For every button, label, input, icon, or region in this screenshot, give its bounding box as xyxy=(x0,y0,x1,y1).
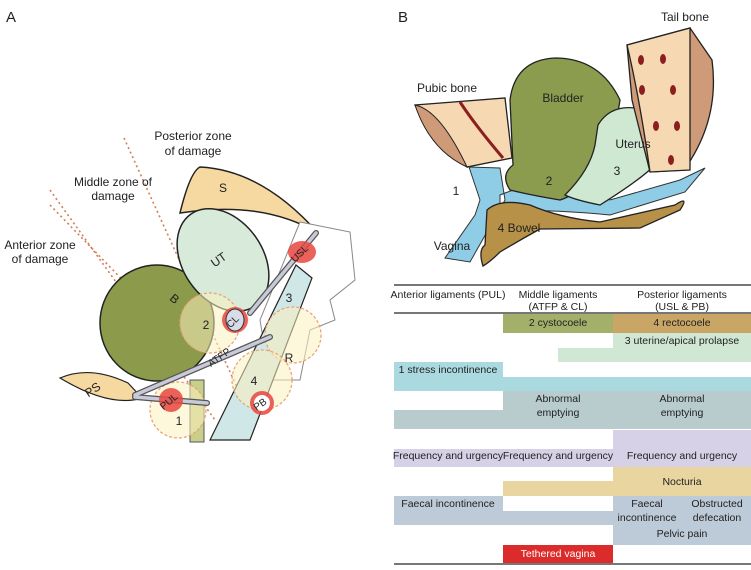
pul-mark xyxy=(159,388,183,412)
frequency-anterior-text: Frequency and urgency xyxy=(392,450,504,462)
posterior-zone-label-2: of damage xyxy=(165,144,222,158)
middle-zone-label-1: Middle zone of xyxy=(74,175,153,189)
header-middle-1: Middle ligaments xyxy=(518,289,598,301)
nocturia-text: Nocturia xyxy=(662,476,702,488)
anterior-zone-label-2: of damage xyxy=(12,252,69,266)
number-3: 3 xyxy=(614,164,621,178)
obstructed-text-1: Obstructed xyxy=(691,498,743,510)
panel-a-letter: A xyxy=(6,9,16,26)
number-2: 2 xyxy=(546,174,553,188)
abnormal-middle-text-1: Abnormal xyxy=(535,393,581,405)
uterine-text: 3 uterine/apical prolapse xyxy=(624,335,740,347)
posterior-zone-label-1: Posterior zone xyxy=(154,129,232,143)
faecal-posterior-text-2: incontinence xyxy=(617,512,677,524)
frequency-block-bottom xyxy=(394,449,751,467)
zone-circle-3 xyxy=(264,306,322,364)
abnormal-block-bottom xyxy=(394,410,751,429)
cystocoele-block xyxy=(503,314,613,333)
vagina-label: Vagina xyxy=(434,239,471,253)
header-anterior: Anterior ligaments (PUL) xyxy=(390,289,506,301)
nocturia-block-bottom xyxy=(503,481,751,496)
tethered-block xyxy=(503,545,613,563)
faecal-anterior-text: Faecal incontinence xyxy=(401,498,495,510)
faecal-posterior-text-1: Faecal xyxy=(631,498,663,510)
anterior-zone-line xyxy=(49,204,201,361)
abnormal-posterior-text-2: emptying xyxy=(660,407,704,419)
stress-block-top xyxy=(394,362,503,377)
frequency-block-top xyxy=(613,430,751,449)
tethered-text: Tethered vagina xyxy=(520,548,596,560)
s-label: S xyxy=(219,181,227,195)
table-top-rule xyxy=(394,284,751,286)
bladder-label: Bladder xyxy=(542,91,583,105)
cystocoele-text: 2 cystocoele xyxy=(528,317,588,329)
pubic-bone-label: Pubic bone xyxy=(417,81,477,95)
faecal-block-bottom xyxy=(394,511,613,525)
zone-number-4: 4 xyxy=(251,374,258,388)
tail-bone-dots xyxy=(638,54,680,165)
abnormal-posterior-text-1: Abnormal xyxy=(659,393,705,405)
table-header-rule xyxy=(394,312,751,314)
stress-block-bottom xyxy=(394,377,751,391)
pelvic-pain-text: Pelvic pain xyxy=(656,528,708,540)
table-bottom-rule xyxy=(394,563,751,565)
frequency-posterior-text: Frequency and urgency xyxy=(626,450,738,462)
sacrum-shape xyxy=(179,166,319,234)
middle-zone-label-2: damage xyxy=(91,189,135,203)
header-middle-2: (ATFP & CL) xyxy=(528,301,588,313)
abnormal-block-top xyxy=(503,391,751,410)
bowel-label: Bowel xyxy=(508,221,541,235)
uterus-label: Uterus xyxy=(615,137,650,151)
stress-text: 1 stress incontinence xyxy=(398,364,498,376)
pubic-symphysis-shape xyxy=(58,371,144,402)
frequency-middle-text: Frequency and urgency xyxy=(502,450,614,462)
zone-number-2: 2 xyxy=(203,318,210,332)
obstructed-text-2: defecation xyxy=(692,512,742,524)
nocturia-block-top xyxy=(613,467,751,481)
uterine-block-top xyxy=(613,333,751,348)
tail-bone-label: Tail bone xyxy=(661,10,709,24)
header-posterior-1: Posterior ligaments xyxy=(637,289,727,301)
uterine-block-bottom xyxy=(558,348,751,362)
panel-b-letter: B xyxy=(398,9,408,26)
faecal-block-top xyxy=(394,496,503,511)
rectocoele-block xyxy=(613,314,751,333)
bowel-shape xyxy=(480,200,685,267)
anterior-zone-label-1: Anterior zone xyxy=(4,238,76,252)
rectocoele-text: 4 rectocoele xyxy=(653,317,711,329)
header-posterior-2: (USL & PB) xyxy=(655,301,709,313)
posterior-bowel-block xyxy=(613,496,751,545)
usl-mark xyxy=(288,241,316,263)
zone-number-3: 3 xyxy=(286,291,293,305)
number-1: 1 xyxy=(453,184,460,198)
zone-number-1: 1 xyxy=(176,414,183,428)
number-4: 4 xyxy=(498,221,505,235)
abnormal-middle-text-2: emptying xyxy=(536,407,580,419)
panel-b-labels: Tail bone Pubic bone Bladder Uterus Bowe… xyxy=(417,10,709,253)
r-label: R xyxy=(285,351,294,365)
